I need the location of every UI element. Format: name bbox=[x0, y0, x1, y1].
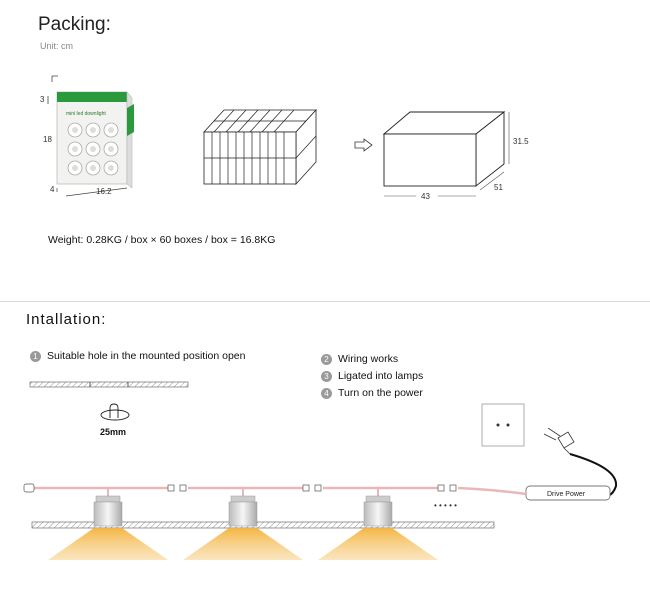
hole-diagram: 25mm bbox=[29, 381, 189, 437]
box-top-dim: 3 bbox=[40, 95, 45, 104]
step-2-badge: 2 bbox=[321, 353, 332, 365]
continuation-dots: • • • • • bbox=[434, 501, 457, 510]
box-height-dim: 18 bbox=[43, 135, 52, 144]
unit-label: Unit: cm bbox=[40, 41, 74, 51]
ceiling-board bbox=[29, 381, 189, 388]
step-3-text: Ligated into lamps bbox=[338, 370, 424, 382]
drive-power-label: Drive Power bbox=[547, 491, 586, 498]
step-2-text: Wiring works bbox=[338, 353, 399, 365]
product-box-figure: 3 18 mini led downlight 4 16.2 bbox=[40, 75, 134, 197]
downlight-1 bbox=[48, 488, 168, 560]
step-2: 2 Wiring works bbox=[321, 353, 398, 365]
cable-connectors bbox=[23, 483, 457, 493]
step-4-text: Turn on the power bbox=[338, 387, 423, 399]
section-divider bbox=[0, 301, 650, 302]
step-4: 4 Turn on the power bbox=[321, 387, 423, 399]
lamp-cable bbox=[32, 486, 527, 496]
step-3: 3 Ligated into lamps bbox=[321, 370, 423, 382]
carton-width-dim: 51 bbox=[494, 183, 503, 192]
wall-switch-icon bbox=[481, 403, 525, 447]
box-depth-dim: 4 bbox=[50, 185, 55, 194]
box-brand-label: mini led downlight bbox=[66, 111, 106, 117]
step-4-badge: 4 bbox=[321, 387, 332, 399]
drive-power-box: Drive Power bbox=[525, 485, 611, 501]
carton-height-dim: 31.5 bbox=[513, 137, 529, 146]
step-1-text: Suitable hole in the mounted position op… bbox=[47, 350, 246, 362]
ceiling-board-installed bbox=[31, 521, 495, 529]
downlight-3 bbox=[318, 488, 438, 560]
carton-length-dim: 43 bbox=[421, 192, 430, 201]
box-stack-figure bbox=[203, 108, 317, 186]
arrow-right-icon bbox=[354, 138, 373, 152]
step-3-badge: 3 bbox=[321, 370, 332, 382]
step-1-badge: 1 bbox=[30, 350, 41, 362]
hole-size-label: 25mm bbox=[100, 427, 126, 437]
retail-box-green-band bbox=[57, 92, 127, 102]
packing-title: Packing: bbox=[38, 14, 111, 35]
installation-diagram: Drive Power • • • • • bbox=[23, 428, 618, 560]
downlight-2 bbox=[183, 488, 303, 560]
power-plug-icon bbox=[543, 428, 575, 455]
hole-saw-icon bbox=[100, 403, 130, 421]
step-1: 1 Suitable hole in the mounted position … bbox=[30, 350, 245, 362]
box-width-dim: 16.2 bbox=[96, 187, 112, 196]
installation-title: Intallation: bbox=[26, 311, 107, 328]
weight-text: Weight: 0.28KG / box × 60 boxes / box = … bbox=[48, 234, 276, 246]
carton-figure: 31.5 43 51 bbox=[382, 111, 529, 201]
